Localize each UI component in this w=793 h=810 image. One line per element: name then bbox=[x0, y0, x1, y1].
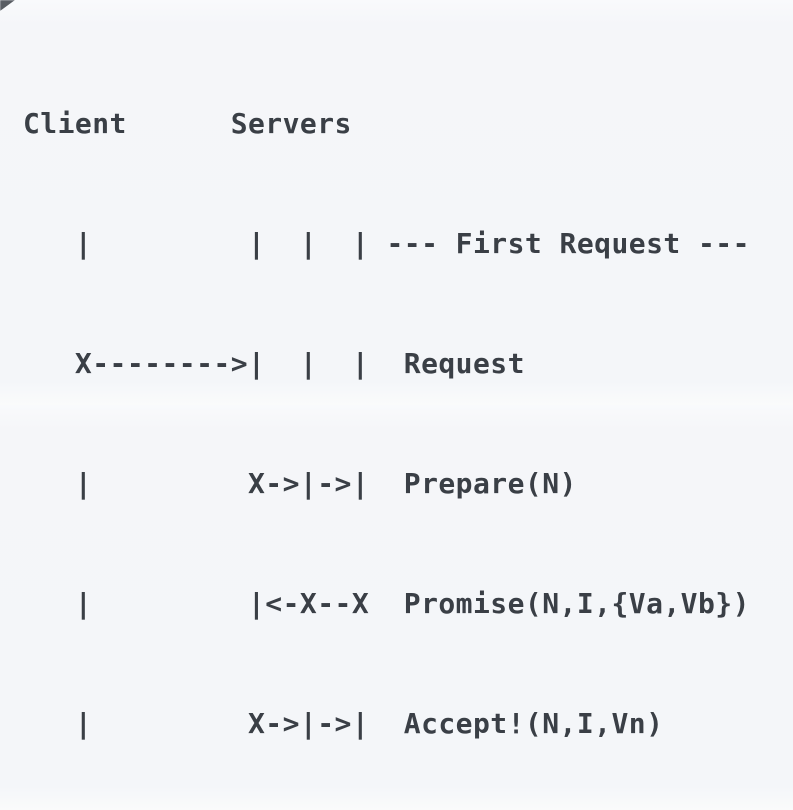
screen: Client Servers | | | | --- First Request… bbox=[0, 0, 749, 740]
diagram-line-request: X-------->| | | Request bbox=[23, 347, 525, 380]
diagram-line-first-request-banner: | | | | --- First Request --- bbox=[23, 227, 750, 260]
screen-corner-artifact bbox=[0, 0, 15, 11]
diagram-header-actors: Client Servers bbox=[23, 107, 352, 140]
paxos-sequence-diagram: Client Servers | | | | --- First Request… bbox=[23, 107, 750, 740]
diagram-line-promise: | |<-X--X Promise(N,I,{Va,Vb}) bbox=[23, 587, 750, 620]
diagram-line-prepare: | X->|->| Prepare(N) bbox=[23, 467, 577, 500]
diagram-line-accept: | X->|->| Accept!(N,I,Vn) bbox=[23, 707, 664, 740]
